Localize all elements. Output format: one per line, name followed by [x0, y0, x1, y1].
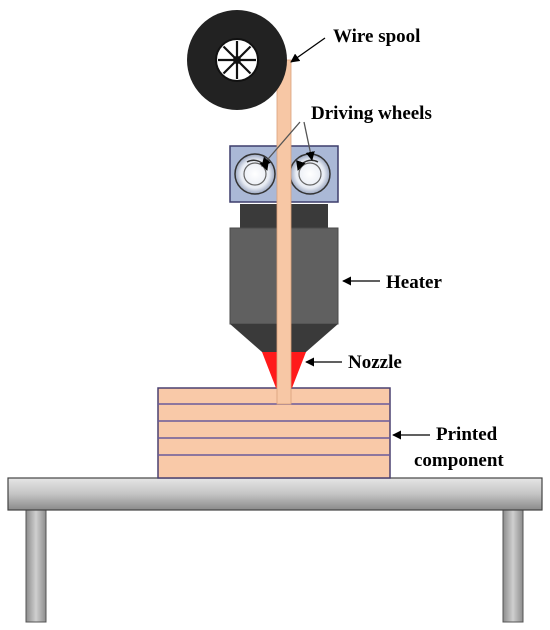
driving-wheels-leader-right	[303, 121, 315, 161]
label-heater: Heater	[386, 272, 442, 293]
table	[7, 477, 543, 623]
wire-spool	[187, 10, 287, 110]
table-leg-left	[25, 509, 47, 623]
filament-wire	[276, 59, 292, 405]
wire-spool-leader	[290, 37, 326, 63]
label-driving-wheels: Driving wheels	[311, 103, 432, 124]
table-top	[7, 477, 543, 511]
label-wire-spool: Wire spool	[333, 26, 420, 47]
driving-wheel-right	[289, 153, 331, 195]
driving-wheel-left	[234, 153, 276, 195]
driving-wheels-leader-left	[261, 121, 301, 167]
label-nozzle: Nozzle	[348, 352, 402, 373]
printed-component	[157, 387, 391, 479]
label-printed-component-line2: component	[414, 450, 504, 471]
table-leg-right	[502, 509, 524, 623]
leader-lines	[261, 37, 430, 440]
label-printed-component-line1: Printed	[436, 424, 498, 445]
